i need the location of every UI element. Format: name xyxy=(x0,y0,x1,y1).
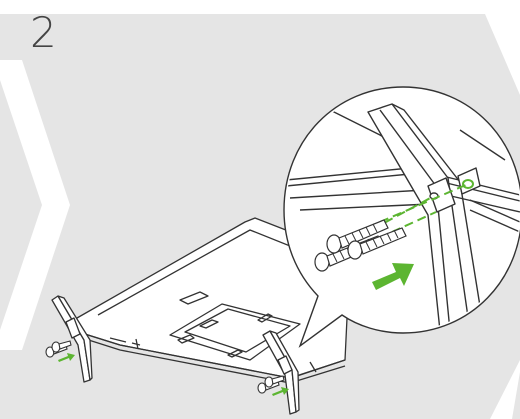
right-stand-leg xyxy=(262,330,300,415)
zoomed-screws xyxy=(314,219,407,272)
zoom-callout xyxy=(283,86,520,348)
left-stand-leg xyxy=(51,295,93,383)
right-chevron-band xyxy=(490,14,520,419)
right-screw-group xyxy=(257,375,289,396)
screw-icon xyxy=(257,375,285,394)
left-screw-group xyxy=(45,340,75,362)
left-chevron-inner xyxy=(0,85,38,325)
screw-icon xyxy=(326,219,389,254)
arrow-icon xyxy=(272,387,289,396)
screw-icon xyxy=(45,340,72,358)
step-number: 2 xyxy=(30,8,57,57)
insert-arrow-icon xyxy=(372,263,414,290)
arrow-icon xyxy=(58,353,75,362)
left-chevron-divider xyxy=(0,60,70,350)
screw-icon xyxy=(347,227,407,260)
